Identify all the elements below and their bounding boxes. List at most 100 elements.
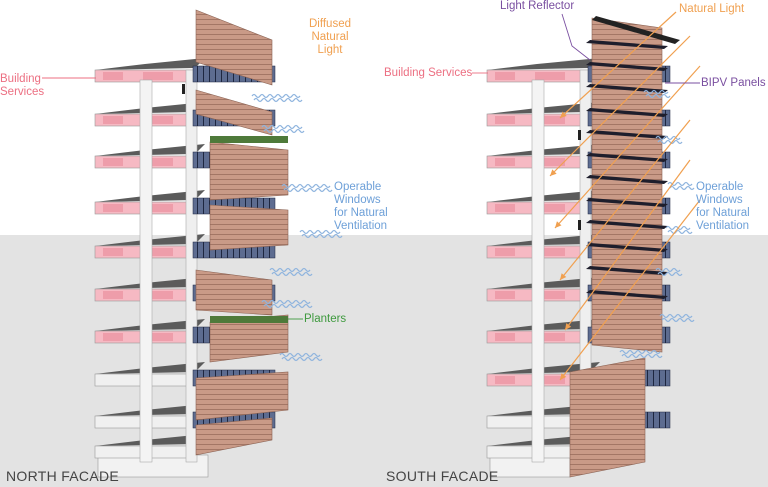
bipv-panel bbox=[586, 175, 668, 184]
airflow-wave bbox=[281, 356, 323, 362]
airflow-wave bbox=[299, 229, 341, 235]
airflow-wave bbox=[645, 93, 671, 99]
bipv-panel bbox=[586, 153, 668, 162]
floor-slab-top bbox=[95, 58, 205, 70]
north-timber-panel bbox=[209, 204, 289, 251]
airflow-wave bbox=[669, 185, 695, 191]
service-duct-segment bbox=[495, 376, 515, 384]
service-duct-segment bbox=[103, 158, 123, 166]
service-duct-segment bbox=[495, 333, 515, 341]
airflow-wave bbox=[301, 233, 343, 239]
service-duct-segment bbox=[143, 116, 173, 124]
north-planter bbox=[210, 136, 288, 143]
airflow-wave bbox=[657, 139, 683, 145]
north-timber-panel bbox=[209, 141, 289, 201]
service-duct-segment bbox=[535, 333, 565, 341]
south-lower-wall bbox=[569, 357, 646, 478]
light-ray bbox=[559, 199, 701, 381]
light-ray-arrowhead bbox=[565, 323, 572, 330]
planters-label: Planters bbox=[304, 313, 347, 325]
light-ray bbox=[559, 11, 677, 119]
airflow-wave bbox=[283, 187, 333, 193]
airflow-wave bbox=[253, 97, 303, 103]
north-column-left bbox=[139, 79, 153, 463]
floor-slab-top bbox=[487, 58, 600, 70]
north-timber-panel bbox=[195, 417, 273, 456]
north-windows-label: Operable Windows for Natural Ventilation bbox=[334, 181, 388, 232]
service-duct-segment bbox=[495, 248, 515, 256]
north-timber-panel-top bbox=[195, 9, 273, 86]
person-figure bbox=[578, 130, 581, 140]
callout-leaders bbox=[42, 13, 700, 320]
service-duct-segment bbox=[103, 291, 123, 299]
south-windows-label: Operable Windows for Natural Ventilation bbox=[696, 181, 750, 232]
service-duct-segment bbox=[103, 333, 123, 341]
light-ray bbox=[559, 119, 691, 281]
service-duct-segment bbox=[103, 248, 123, 256]
airflow-wave bbox=[263, 128, 305, 134]
bipv-panel bbox=[586, 266, 668, 275]
service-duct-segment bbox=[495, 204, 515, 212]
north-timber-panel bbox=[195, 269, 273, 316]
service-duct-segment bbox=[103, 116, 123, 124]
light-reflector bbox=[592, 16, 680, 44]
south-light-label: Natural Light bbox=[679, 3, 745, 15]
light-ray-arrowhead bbox=[555, 221, 562, 228]
service-duct-segment bbox=[143, 72, 173, 80]
airflow-wave bbox=[643, 89, 669, 95]
bipv-panel bbox=[586, 108, 668, 117]
service-duct-segment bbox=[535, 204, 565, 212]
bipv-label: BIPV Panels bbox=[701, 77, 766, 89]
service-duct-segment bbox=[535, 116, 565, 124]
person-figure bbox=[182, 84, 185, 94]
bipv-panel bbox=[586, 40, 668, 49]
service-duct-segment bbox=[143, 204, 173, 212]
light-ray-arrowhead bbox=[560, 111, 567, 118]
airflow-wave bbox=[621, 353, 663, 359]
service-duct-segment bbox=[103, 204, 123, 212]
south-facade-title: SOUTH FACADE bbox=[386, 468, 499, 484]
service-duct-segment bbox=[535, 158, 565, 166]
light-ray bbox=[554, 65, 701, 229]
service-duct-segment bbox=[535, 376, 565, 384]
service-duct-segment bbox=[103, 72, 123, 80]
service-duct-segment bbox=[143, 248, 173, 256]
north-services-label: Building Services bbox=[0, 73, 45, 98]
light-reflector-label: Light Reflector bbox=[500, 0, 575, 12]
airflow-wave bbox=[661, 317, 695, 323]
north-light-label: Diffused Natural Light bbox=[309, 18, 351, 56]
north-timber-panel bbox=[195, 371, 289, 421]
airflow-wave bbox=[619, 349, 661, 355]
bipv-panels bbox=[586, 40, 668, 299]
north-timber-panel bbox=[195, 89, 273, 136]
service-duct-segment bbox=[535, 248, 565, 256]
airflow-wave bbox=[657, 271, 683, 277]
airflow-wave bbox=[261, 124, 303, 130]
airflow-wave bbox=[659, 313, 693, 319]
leader-light-reflector bbox=[561, 13, 591, 61]
airflow-wave bbox=[281, 183, 331, 189]
airflow-wave bbox=[279, 352, 321, 358]
light-ray-arrowhead bbox=[560, 273, 567, 280]
airflow-wave bbox=[269, 267, 311, 273]
airflow-wave bbox=[261, 299, 311, 305]
service-duct-segment bbox=[535, 291, 565, 299]
light-ray-arrowhead bbox=[560, 373, 567, 380]
airflow-wave bbox=[251, 93, 301, 99]
service-duct-segment bbox=[143, 291, 173, 299]
service-duct-segment bbox=[495, 72, 515, 80]
north-facade-title: NORTH FACADE bbox=[6, 468, 120, 484]
light-ray bbox=[564, 159, 691, 331]
natural-light-rays bbox=[549, 11, 701, 381]
light-ray bbox=[549, 35, 691, 177]
bipv-panel bbox=[586, 130, 668, 139]
airflow-wave bbox=[263, 303, 313, 309]
south-column-left bbox=[531, 79, 545, 463]
north-column-right bbox=[185, 69, 198, 463]
south-building bbox=[486, 16, 680, 478]
service-duct-segment bbox=[535, 72, 565, 80]
light-ray-arrowhead bbox=[550, 169, 557, 176]
service-duct-segment bbox=[495, 158, 515, 166]
